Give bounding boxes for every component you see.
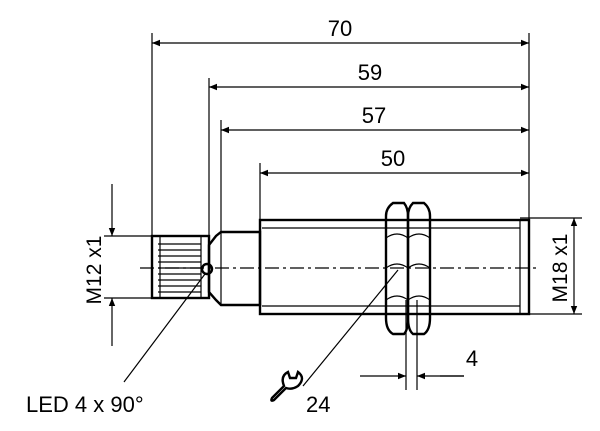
dim-70: 70: [328, 16, 352, 41]
led-indicator: [200, 262, 214, 276]
connector-plug: [150, 234, 211, 300]
hex-nut-right: [406, 201, 432, 336]
body-thread-label: M18 x1: [549, 234, 572, 303]
dimension-lines: [152, 39, 529, 177]
body-diameter-dimension: [520, 217, 582, 315]
dim-59: 59: [358, 60, 382, 85]
dim-50: 50: [381, 146, 405, 171]
threaded-body: [258, 218, 531, 316]
connector-thread-label: M12 x1: [83, 236, 106, 305]
led-leader: [123, 273, 206, 383]
wrench-leader: [302, 269, 399, 387]
connector-diameter-dimension: [104, 184, 160, 346]
wrench-size: 24: [306, 392, 330, 417]
wrench-icon: [270, 370, 304, 402]
nut-thickness-value: 4: [466, 346, 478, 371]
led-label: LED 4 x 90°: [26, 392, 144, 417]
dim-57: 57: [362, 103, 386, 128]
